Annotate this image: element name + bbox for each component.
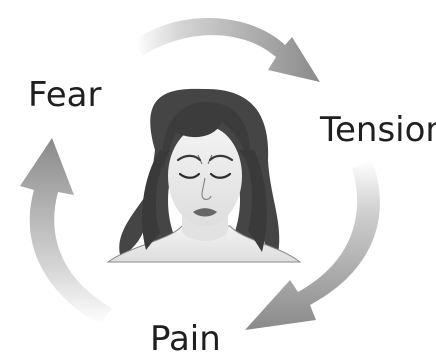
label-tension: Tension bbox=[320, 113, 436, 147]
woman-face-eyes-closed-icon bbox=[108, 89, 300, 262]
arrow-pain-to-fear bbox=[20, 138, 112, 325]
label-fear: Fear bbox=[28, 78, 101, 112]
arrow-fear-to-tension bbox=[135, 18, 320, 82]
label-pain: Pain bbox=[150, 322, 221, 356]
